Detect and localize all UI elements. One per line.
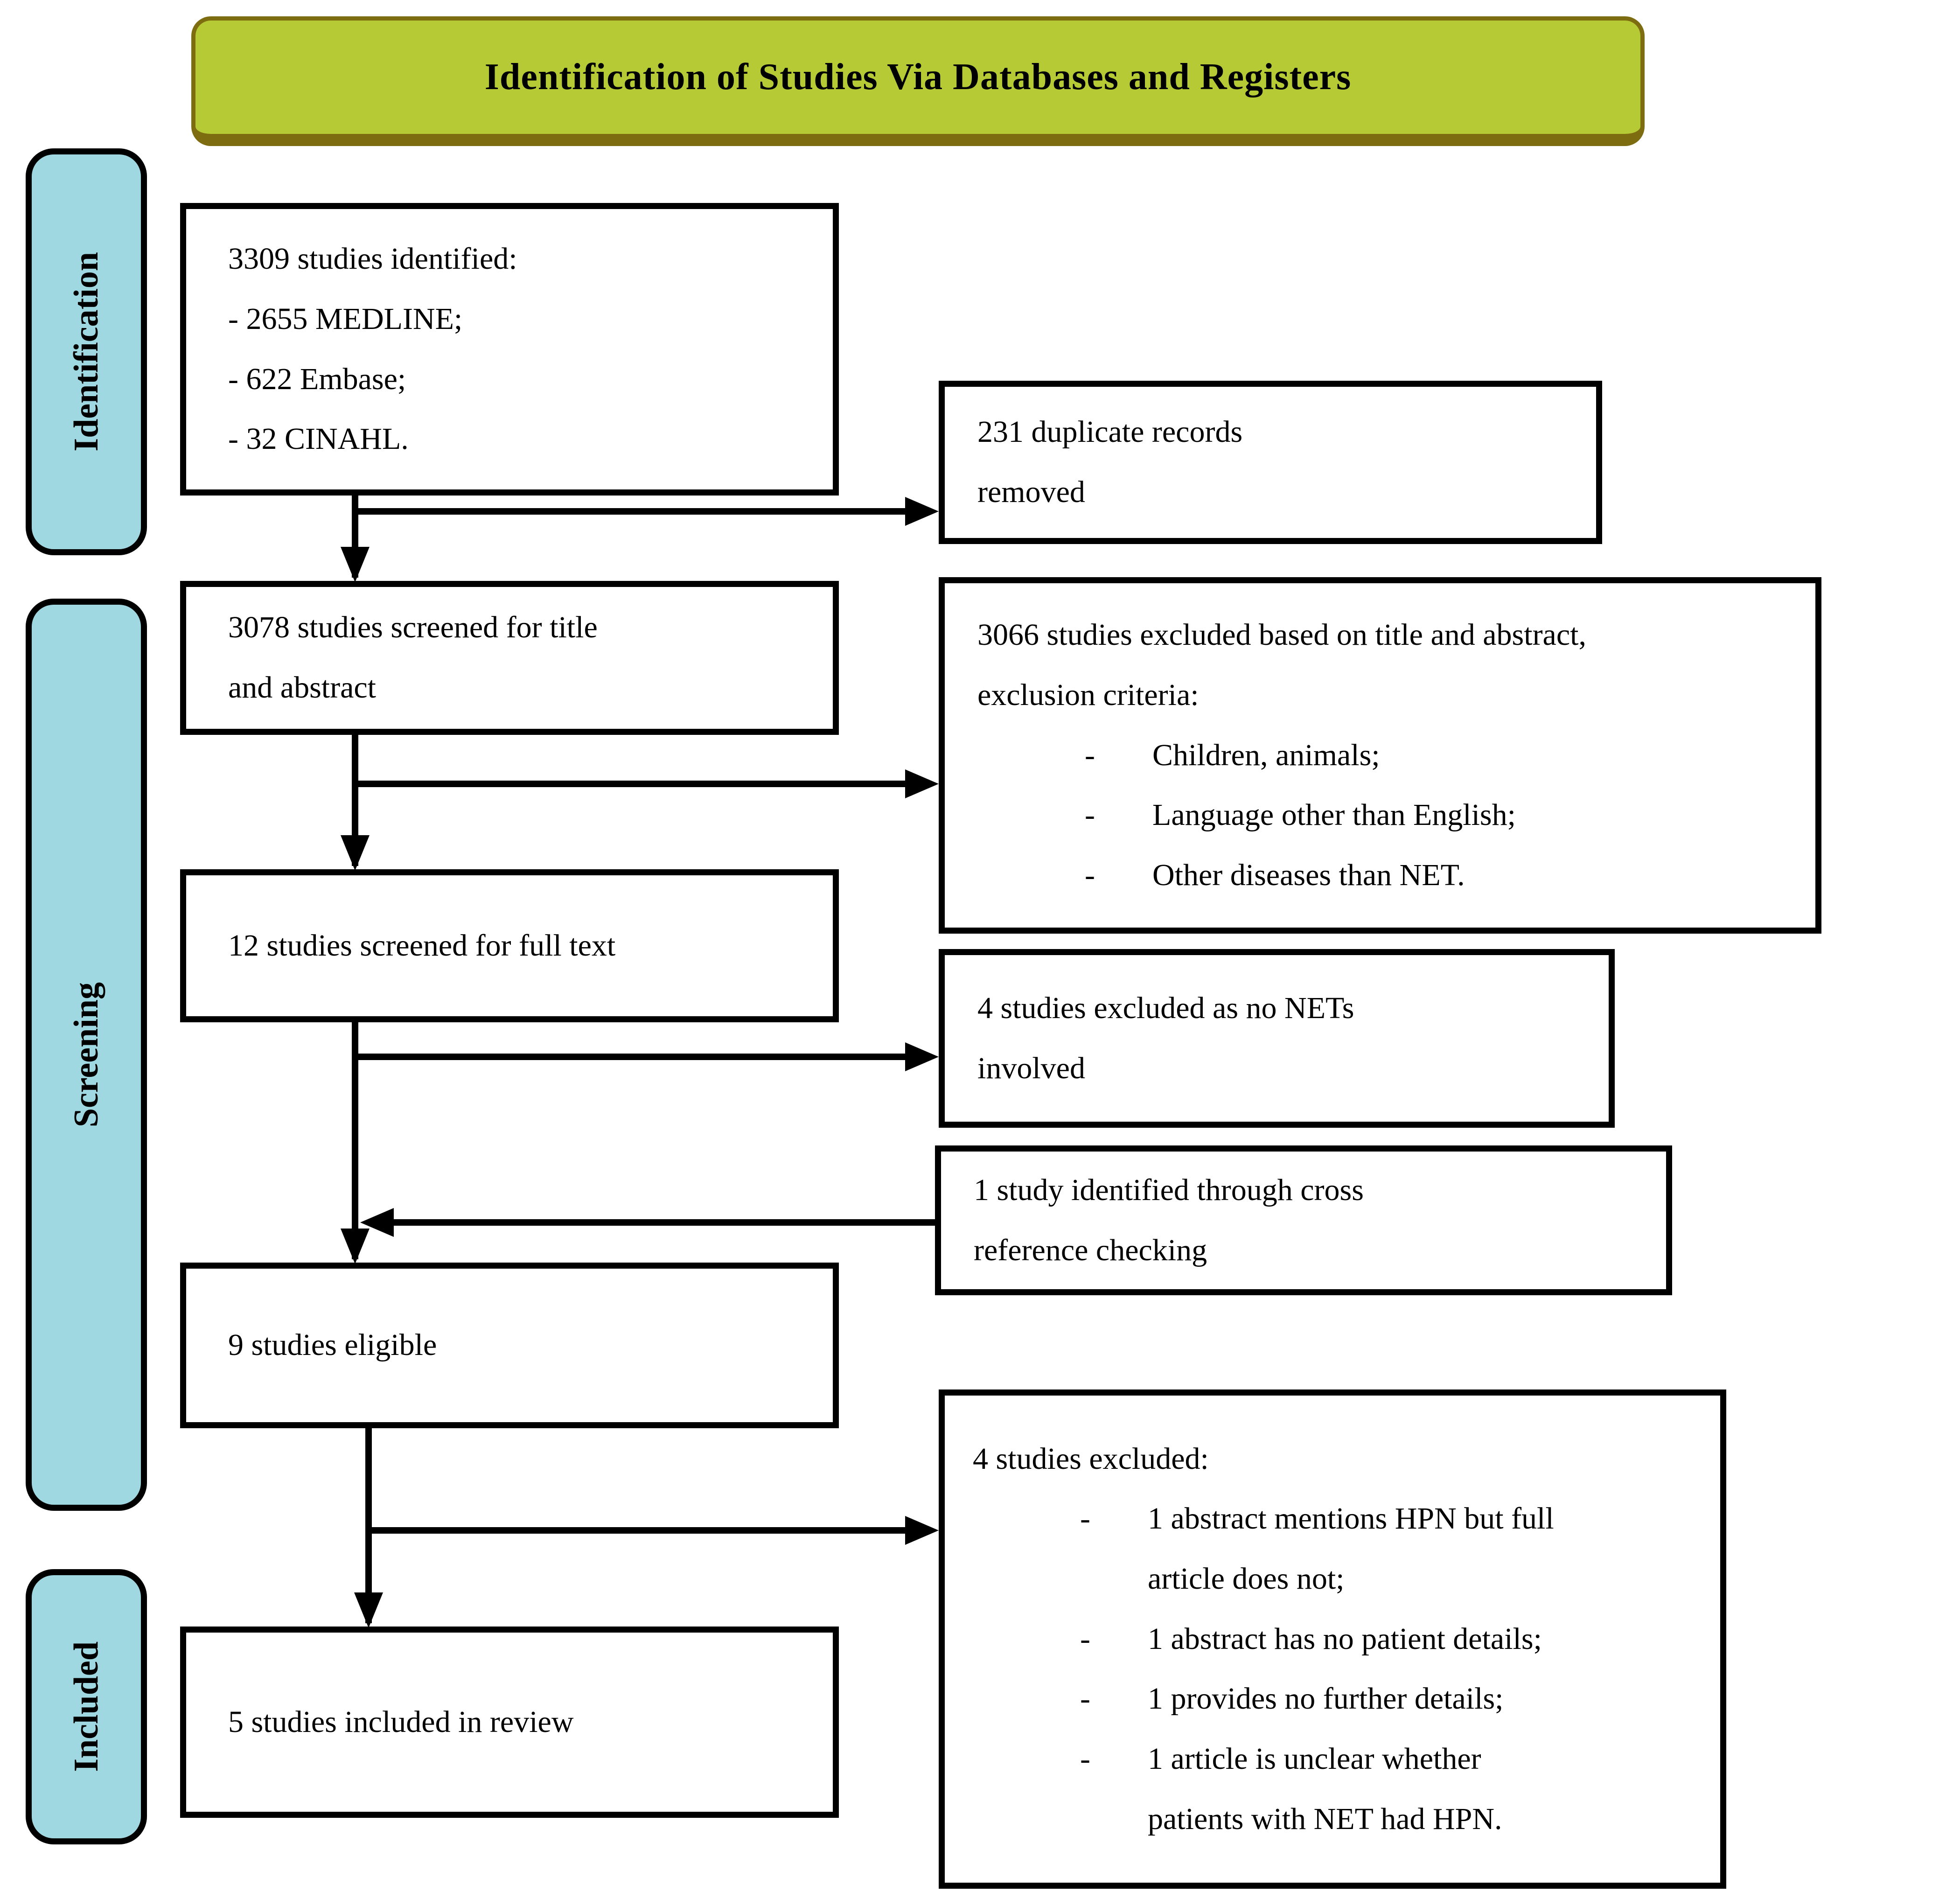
excluded-final-bullet3: - 1 provides no further details; <box>1080 1669 1711 1729</box>
arrow-crossref-to-flow <box>360 1208 937 1237</box>
excluded-final-bullet1-cont: article does not; <box>1148 1561 1345 1596</box>
phase-label-screening: Screening <box>26 599 147 1511</box>
arrow-identified-to-screened <box>341 492 370 582</box>
bullet-dash: - <box>1080 1682 1090 1716</box>
box-excluded-final-line1: 4 studies excluded: <box>973 1441 1209 1476</box>
box-excluded-no-nets: 4 studies excluded as no NETs involved <box>939 949 1615 1128</box>
box-studies-identified-line3: - 622 Embase; <box>228 362 406 396</box>
arrow-identified-to-duplicates <box>352 497 939 526</box>
bullet-dash: - <box>1085 798 1095 832</box>
box-studies-eligible-line1: 9 studies eligible <box>228 1328 437 1362</box>
excluded-title-abstract-bullet3: - Other diseases than NET. <box>1085 845 1806 906</box>
arrow-eligible-to-excluded-final <box>365 1516 939 1545</box>
excluded-final-bullet1-text: 1 abstract mentions HPN but full <box>1148 1501 1554 1536</box>
bullet-dash: - <box>1080 1742 1090 1776</box>
box-cross-reference-line1: 1 study identified through cross <box>974 1173 1364 1207</box>
box-studies-identified: 3309 studies identified: - 2655 MEDLINE;… <box>180 203 839 496</box>
box-cross-reference: 1 study identified through cross referen… <box>935 1145 1672 1295</box>
excluded-title-abstract-bullet2: - Language other than English; <box>1085 785 1806 845</box>
box-screened-title-abstract-line2: and abstract <box>228 670 377 705</box>
diagram-title: Identification of Studies Via Databases … <box>484 56 1352 98</box>
arrow-eligible-to-included <box>354 1425 383 1628</box>
bullet-dash: - <box>1085 738 1095 772</box>
bullet-dash: - <box>1080 1621 1090 1656</box>
box-studies-identified-line4: - 32 CINAHL. <box>228 422 409 456</box>
box-excluded-title-abstract-line2: exclusion criteria: <box>977 677 1199 712</box>
arrow-fulltext-to-eligible <box>341 1019 370 1264</box>
arrow-screened-to-fulltext <box>341 733 370 871</box>
phase-label-identification: Identification <box>26 148 147 555</box>
box-cross-reference-line2: reference checking <box>974 1233 1207 1267</box>
excluded-final-bullet4: - 1 article is unclear whether <box>1080 1729 1711 1789</box>
box-screened-full-text-line1: 12 studies screened for full text <box>228 928 616 963</box>
box-studies-identified-line1: 3309 studies identified: <box>228 242 517 276</box>
box-excluded-no-nets-line2: involved <box>977 1051 1085 1085</box>
bullet-dash: - <box>1080 1501 1090 1536</box>
arrow-screened-to-excluded <box>352 769 939 798</box>
box-excluded-no-nets-line1: 4 studies excluded as no NETs <box>977 991 1354 1025</box>
box-screened-full-text: 12 studies screened for full text <box>180 869 839 1022</box>
excluded-title-abstract-bullet3-text: Other diseases than NET. <box>1152 858 1465 893</box>
box-studies-eligible: 9 studies eligible <box>180 1263 839 1428</box>
phase-label-included-text: Included <box>67 1641 105 1772</box>
box-screened-title-abstract: 3078 studies screened for title and abst… <box>180 581 839 735</box>
box-duplicates-removed-line2: removed <box>977 475 1085 509</box>
box-studies-included: 5 studies included in review <box>180 1627 839 1818</box>
box-excluded-title-abstract: 3066 studies excluded based on title and… <box>939 577 1821 934</box>
bullet-dash: - <box>1085 858 1095 893</box>
box-duplicates-removed-line1: 231 duplicate records <box>977 415 1243 449</box>
excluded-final-bullet3-text: 1 provides no further details; <box>1148 1682 1504 1716</box>
excluded-title-abstract-bullet2-text: Language other than English; <box>1152 798 1516 832</box>
excluded-final-bullet4-text: 1 article is unclear whether <box>1148 1742 1481 1776</box>
excluded-final-bullet4-cont: patients with NET had HPN. <box>1148 1801 1502 1836</box>
phase-label-screening-text: Screening <box>67 982 105 1128</box>
phase-label-included: Included <box>26 1569 147 1844</box>
box-screened-title-abstract-line1: 3078 studies screened for title <box>228 610 598 645</box>
excluded-final-bullet2: - 1 abstract has no patient details; <box>1080 1609 1711 1669</box>
box-studies-included-line1: 5 studies included in review <box>228 1704 574 1739</box>
phase-label-identification-text: Identification <box>67 252 105 452</box>
box-excluded-title-abstract-line1: 3066 studies excluded based on title and… <box>977 618 1586 652</box>
excluded-final-bullet2-text: 1 abstract has no patient details; <box>1148 1621 1542 1656</box>
box-excluded-final: 4 studies excluded: - 1 abstract mention… <box>939 1389 1726 1889</box>
excluded-final-bullet1: - 1 abstract mentions HPN but full <box>1080 1489 1711 1549</box>
diagram-title-banner: Identification of Studies Via Databases … <box>191 16 1645 146</box>
excluded-title-abstract-bullet1-text: Children, animals; <box>1152 738 1380 772</box>
box-duplicates-removed: 231 duplicate records removed <box>939 381 1602 544</box>
box-studies-identified-line2: - 2655 MEDLINE; <box>228 301 463 336</box>
arrow-fulltext-to-nonets <box>352 1042 939 1071</box>
excluded-title-abstract-bullet1: - Children, animals; <box>1085 726 1806 786</box>
